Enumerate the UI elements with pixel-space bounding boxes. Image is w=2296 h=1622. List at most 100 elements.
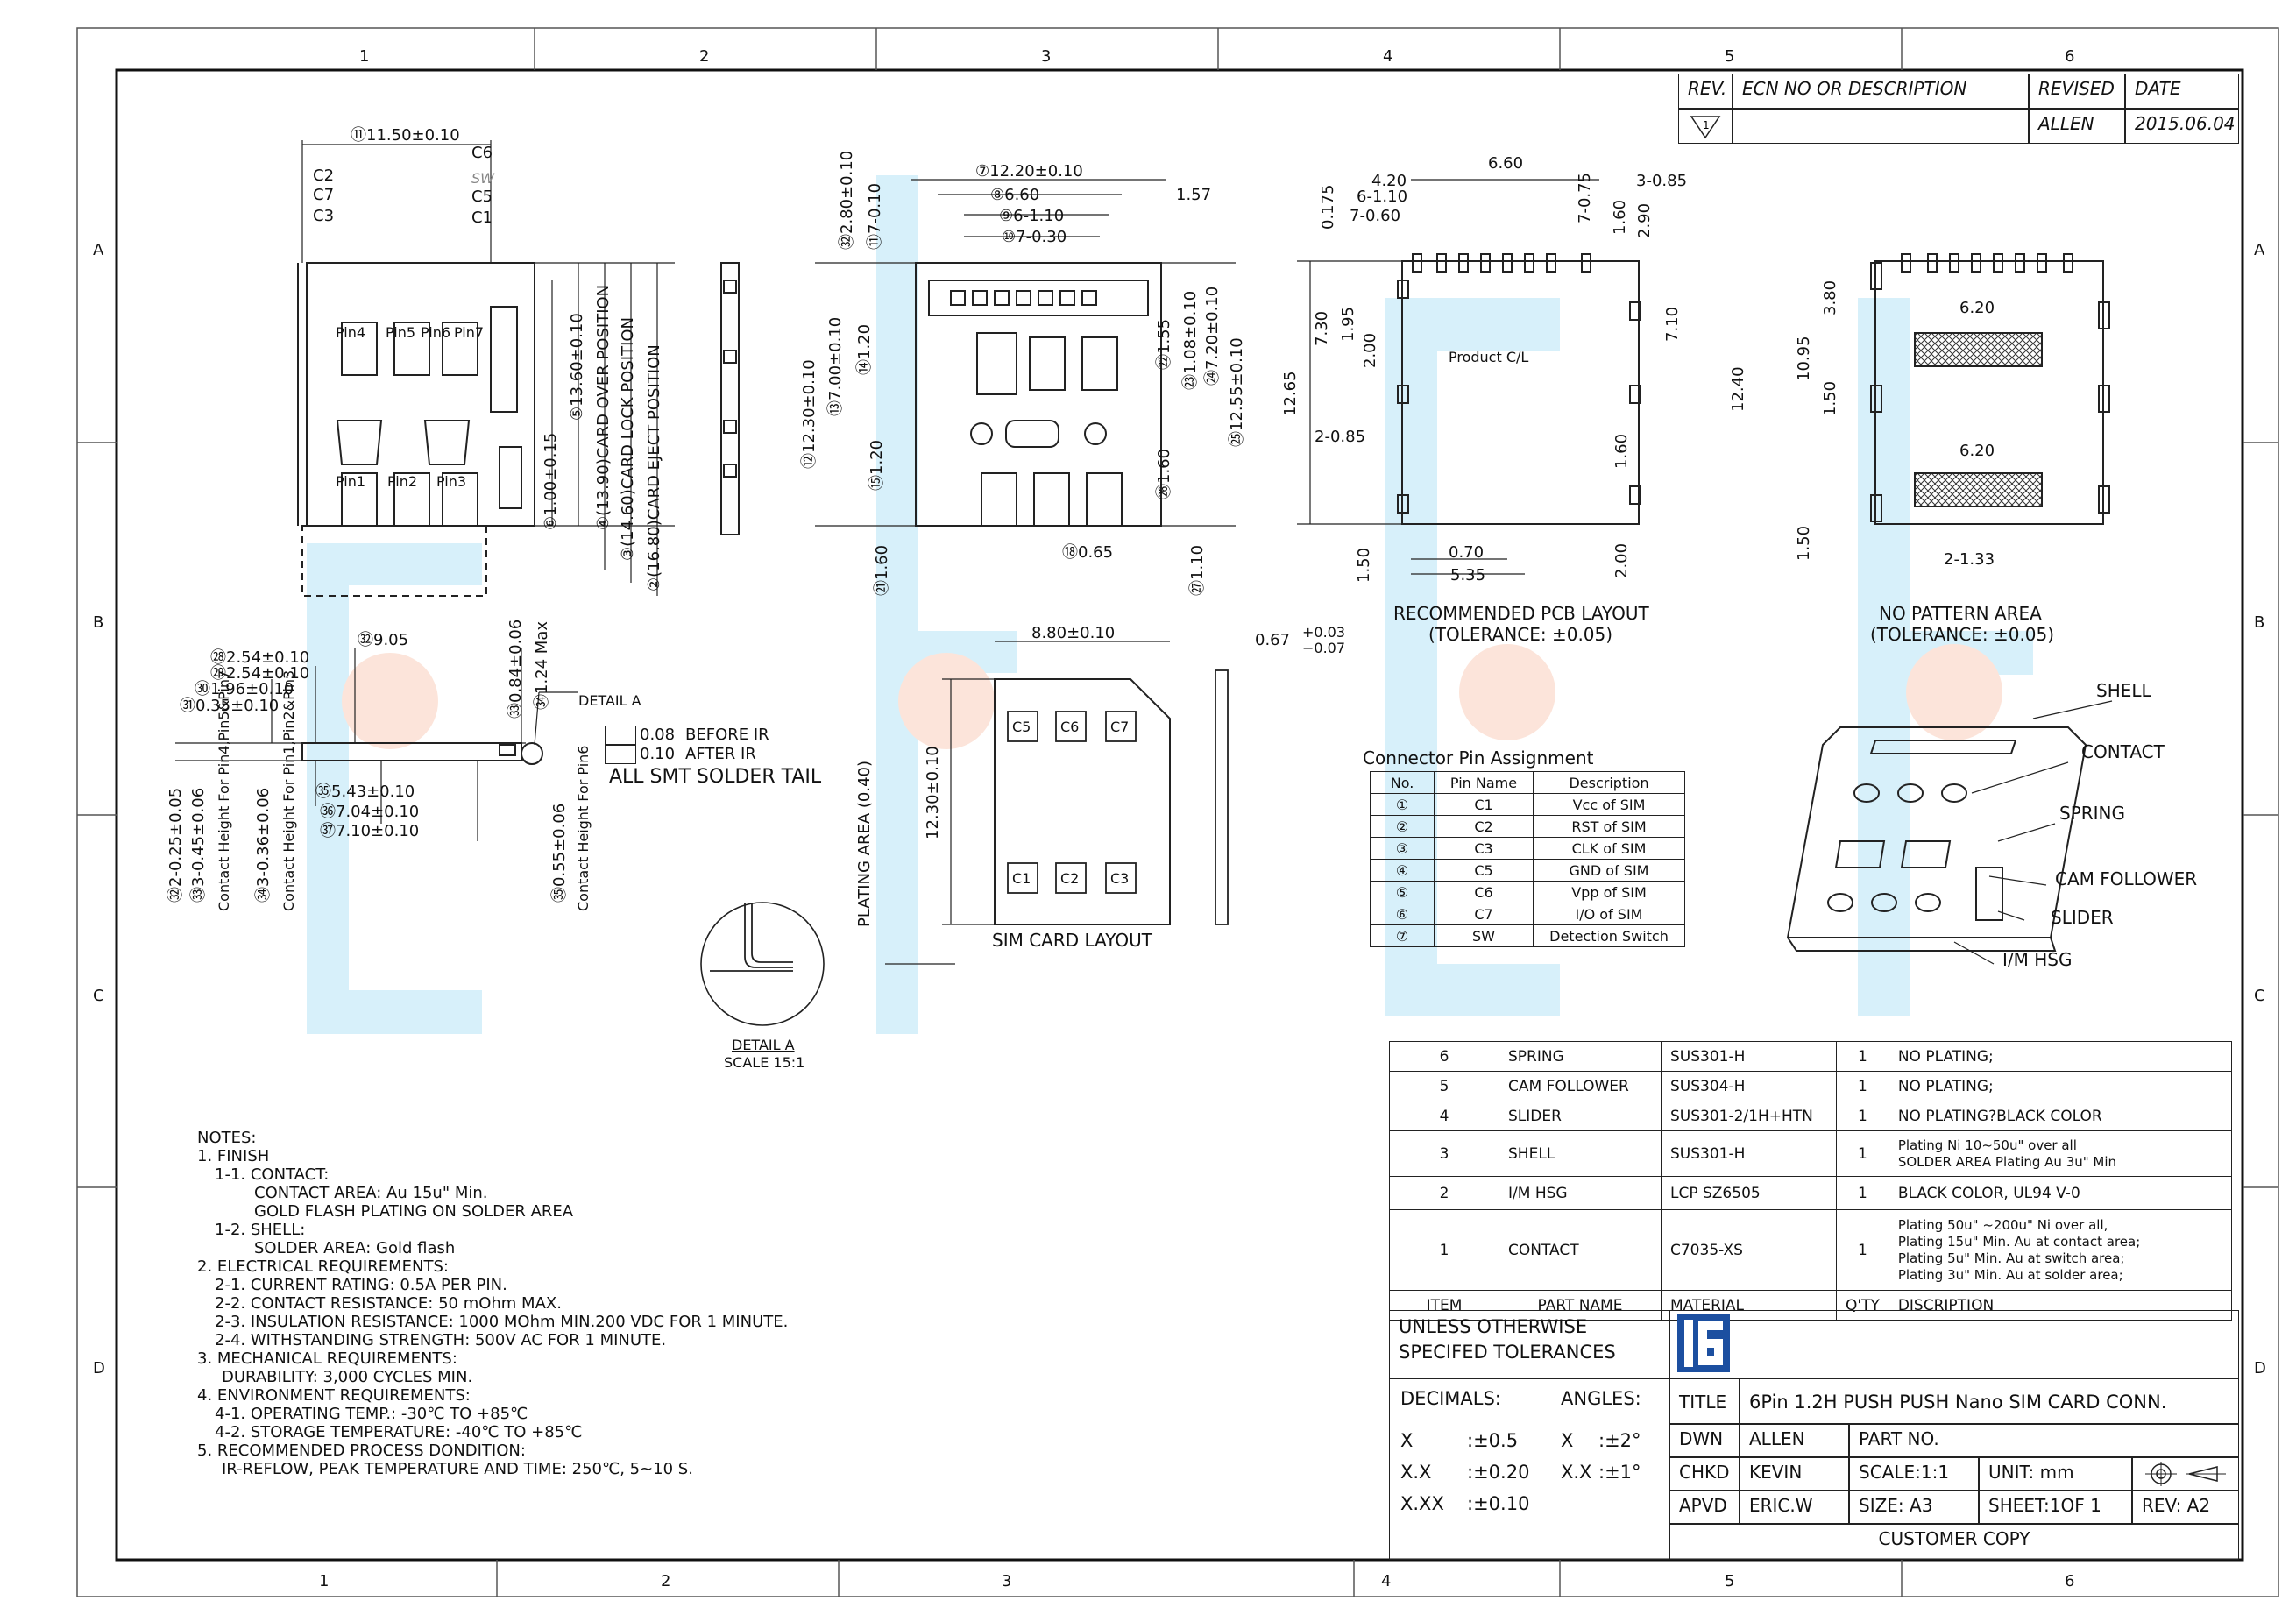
dim-label: ⑧6.60 (990, 186, 1040, 204)
projection-cell (2132, 1457, 2239, 1491)
table-cell: Vcc of SIM (1533, 793, 1685, 816)
tol-label: X (1400, 1430, 1414, 1451)
dim-label: 7-0.60 (1350, 207, 1401, 225)
bom-desc-line: Plating 3u" Min. Au at solder area; (1897, 1266, 2123, 1283)
dim-label: ㊱7.04±0.10 (320, 803, 420, 821)
notes-line: IR-REFLOW, PEAK TEMPERATURE AND TIME: 25… (222, 1460, 693, 1478)
bom-material: SUS301-2/1H+HTN (1661, 1101, 1837, 1131)
dim-label: ㉛0.35±0.10 (180, 697, 280, 715)
pin-assignment-title: Connector Pin Assignment (1363, 747, 1594, 769)
dim-label: ⑨6-1.10 (999, 207, 1065, 225)
bom-desc-line: Plating 5u" Min. Au at switch area; (1897, 1250, 2125, 1266)
bom-qty: 1 (1836, 1041, 1889, 1072)
table-cell: Detection Switch (1533, 924, 1685, 947)
bom-desc: Plating 50u" ~200u" Ni over all, Plating… (1888, 1209, 2233, 1291)
bom-item: 6 (1389, 1041, 1499, 1072)
bom-desc: BLACK COLOR, UL94 V-0 (1888, 1176, 2233, 1210)
size-value: SIZE: A3 (1849, 1491, 1979, 1524)
bom-desc: Plating Ni 10~50u" over all SOLDER AREA … (1888, 1130, 2233, 1177)
rev-triangle-icon: 1 (1690, 116, 1721, 139)
pin-label: Pin6 (421, 324, 451, 341)
part-no-label: PART NO. (1849, 1424, 2239, 1457)
bom-qty: 1 (1836, 1209, 1889, 1291)
col-label: 2 (661, 1572, 671, 1590)
pin-label: Pin1 (336, 473, 366, 490)
thickness-tol: +0.03 (1302, 624, 1346, 641)
revised-header: REVISED (2029, 74, 2125, 109)
table-cell: I/O of SIM (1533, 903, 1685, 925)
table-cell: CLK of SIM (1533, 837, 1685, 860)
bom-qty: 1 (1836, 1101, 1889, 1131)
tol-value: :±0.20 (1467, 1462, 1530, 1483)
dim-label: 3-0.85 (1636, 172, 1688, 190)
thickness-dim: 0.67 (1255, 631, 1291, 649)
dim-label: 6.20 (1959, 442, 1995, 460)
notes-line: NOTES: (197, 1129, 257, 1147)
dim-label: ⑩7-0.30 (1002, 228, 1067, 246)
title-value: 6Pin 1.2H PUSH PUSH Nano SIM CARD CONN. (1740, 1378, 2239, 1424)
iso-label-im-hsg: I/M HSG (2002, 949, 2073, 970)
ecn-header: ECN NO OR DESCRIPTION (1733, 74, 2029, 109)
bom-part: CONTACT (1499, 1209, 1662, 1291)
notes-line: 4. ENVIRONMENT REQUIREMENTS: (197, 1386, 471, 1405)
notes-line: 4-1. OPERATING TEMP.: -30℃ TO +85℃ (215, 1405, 528, 1423)
bom-item: 2 (1389, 1176, 1499, 1210)
row-label: C (93, 987, 104, 1005)
notes-line: 2-1. CURRENT RATING: 0.5A PER PIN. (215, 1276, 507, 1294)
scale-value: SCALE:1:1 (1849, 1457, 1979, 1491)
bom-desc-line: SOLDER AREA Plating Au 3u" Min (1897, 1153, 2117, 1170)
dim-label: 2-0.85 (1315, 428, 1366, 446)
tolerance-header-line: UNLESS OTHERWISE (1399, 1316, 1588, 1337)
rev-triangle-cell: 1 (1678, 109, 1733, 144)
flatness-note: AFTER IR (685, 745, 756, 763)
table-row: 3 SHELL SUS301-H 1 Plating Ni 10~50u" ov… (1389, 1130, 2233, 1177)
table-cell: ① (1370, 793, 1435, 816)
customer-copy: CUSTOMER COPY (1669, 1524, 2239, 1560)
table-cell: ⑦ (1370, 924, 1435, 947)
notes-line: 2-4. WITHSTANDING STRENGTH: 500V AC FOR … (215, 1331, 667, 1349)
rev-value: REV: A2 (2132, 1491, 2239, 1524)
detail-a-scale: SCALE 15:1 (724, 1054, 805, 1071)
notes-line: DURABILITY: 3,000 CYCLES MIN. (222, 1368, 473, 1386)
iso-label-shell: SHELL (2096, 680, 2151, 701)
tol-value: :±1° (1598, 1462, 1641, 1483)
table-header: ITEM (1389, 1290, 1499, 1321)
pcb-layout-caption: RECOMMENDED PCB LAYOUT (1393, 603, 1649, 624)
table-row: 4 SLIDER SUS301-2/1H+HTN 1 NO PLATING?BL… (1389, 1101, 2233, 1131)
dim-label: ㉚1.96±0.10 (195, 680, 294, 698)
bom-item: 4 (1389, 1101, 1499, 1131)
tol-label: X (1561, 1430, 1574, 1451)
pcb-layout-tolerance: (TOLERANCE: ±0.05) (1428, 624, 1613, 645)
col-label: 1 (359, 47, 370, 66)
notes-line: GOLD FLASH PLATING ON SOLDER AREA (254, 1202, 574, 1221)
unit-value: UNIT: mm (1979, 1457, 2132, 1491)
table-cell: RST of SIM (1533, 815, 1685, 838)
table-row: 6 SPRING SUS301-H 1 NO PLATING; (1389, 1041, 2233, 1072)
smt-note: ALL SMT SOLDER TAIL (609, 766, 822, 788)
sim-card-caption: SIM CARD LAYOUT (992, 930, 1152, 951)
dim-label: ㊲7.10±0.10 (320, 822, 420, 840)
angles-label: ANGLES: (1561, 1388, 1641, 1409)
bom-table-block: 6 SPRING SUS301-H 1 NO PLATING; 5 CAM FO… (1389, 1041, 2233, 1321)
chkd-label: CHKD (1669, 1457, 1740, 1491)
dim-label: 6-1.10 (1357, 188, 1408, 206)
col-label: 5 (1725, 47, 1735, 66)
dim-label: ⑪11.50±0.10 (351, 126, 460, 145)
table-header: Pin Name (1434, 771, 1534, 794)
notes-line: 3. MECHANICAL REQUIREMENTS: (197, 1349, 457, 1368)
decimals-label: DECIMALS: (1400, 1388, 1501, 1409)
bom-part: I/M HSG (1499, 1176, 1662, 1210)
bom-item: 5 (1389, 1071, 1499, 1101)
dim-label: 6.60 (1488, 154, 1524, 173)
flatness-value: 0.08 (640, 726, 676, 744)
sim-contact-label: C7 (1110, 719, 1130, 735)
dwn-value: ALLEN (1740, 1424, 1849, 1457)
tol-value: :±0.10 (1467, 1493, 1530, 1514)
pin-label: Pin5 (386, 324, 416, 341)
